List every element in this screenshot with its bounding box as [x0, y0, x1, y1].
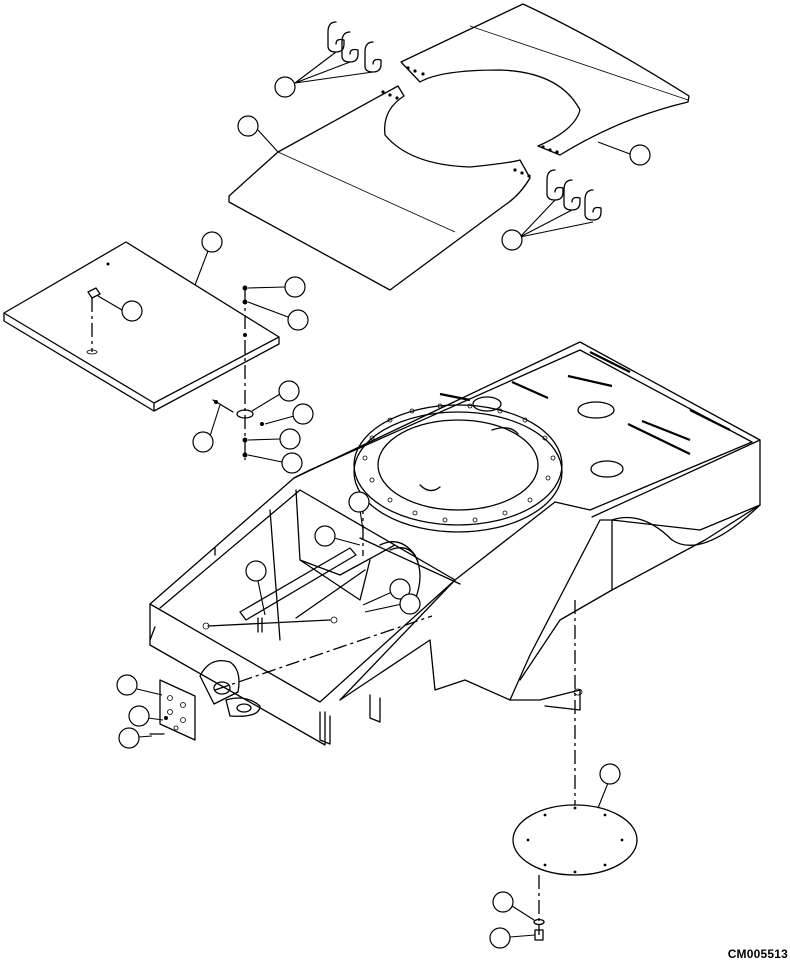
- cover-right-rear-panel: [400, 3, 690, 156]
- swing-ring-bolt-holes: [362, 403, 556, 523]
- side-cover-panel: [3, 241, 280, 412]
- callout-bolt-1: [247, 276, 306, 298]
- callout-frame-washer: [362, 578, 421, 615]
- callout-plate-bolt: [128, 705, 164, 727]
- under-cover-part: [512, 804, 638, 941]
- stay-rod-part: [202, 616, 338, 633]
- callout-under-cover: [597, 763, 621, 809]
- callout-pin: [192, 404, 221, 453]
- callout-cover-latch: [97, 295, 143, 322]
- callout-stay-rod: [245, 560, 267, 616]
- callout-plate-washer: [118, 727, 153, 749]
- callout-hose-clamp: [348, 491, 370, 531]
- callout-under-cover-washer: [492, 891, 535, 921]
- callout-washer-1: [247, 301, 309, 331]
- drawing-code-label: CM005513: [727, 947, 788, 961]
- callout-plate-valve: [116, 674, 163, 696]
- revolving-frame: [149, 341, 761, 746]
- clamp-set-top: [327, 21, 382, 73]
- centerline-frame: [214, 615, 433, 691]
- callout-spring-washer: [264, 403, 314, 425]
- callout-clamps-top: [274, 51, 374, 98]
- callout-nut: [247, 452, 303, 474]
- callout-under-cover-bolt: [489, 927, 536, 949]
- cover-left-rear-panel: [228, 85, 531, 291]
- valve-plate-part: [149, 679, 196, 741]
- callout-washer-2: [247, 428, 301, 450]
- callout-clamps-right: [501, 199, 594, 251]
- clamp-set-right: [546, 169, 602, 221]
- callout-side-cover: [194, 231, 223, 286]
- callout-cover-left-rear: [237, 115, 279, 153]
- callout-bracket: [251, 380, 300, 412]
- callout-cover-right-rear: [597, 141, 651, 166]
- callout-frame-bolt: [314, 525, 361, 547]
- latch-fastener-stack: [212, 285, 264, 460]
